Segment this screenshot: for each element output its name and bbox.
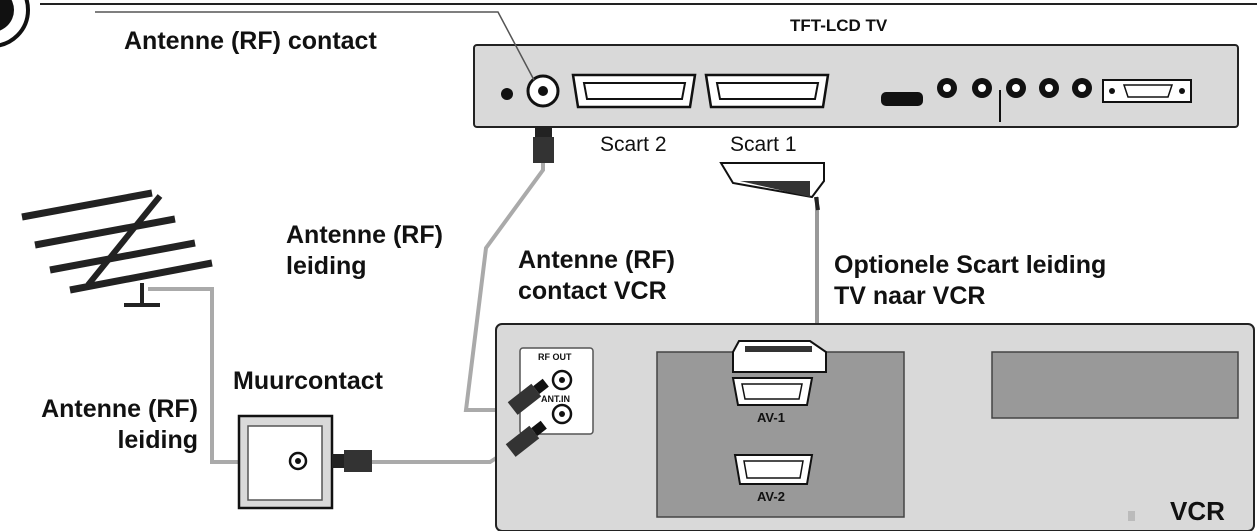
vcr-av1-port-icon — [731, 377, 814, 406]
headphone-jack-icon — [501, 88, 513, 100]
vcr-display-window — [991, 351, 1239, 419]
wall-to-vcr-cable — [372, 446, 514, 464]
label-scart-cable-line1: Optionele Scart leiding — [834, 251, 1107, 279]
label-wall-socket: Muurcontact — [233, 367, 383, 395]
vcr-title: VCR — [1170, 496, 1225, 526]
label-vcr-rf-contact: Antenne (RF) contact VCR — [518, 245, 675, 307]
antenna-cable — [148, 287, 240, 464]
label-antenna-cable-left-line1: Antenne (RF) — [41, 395, 198, 423]
vcr-indicator-icon — [1128, 511, 1135, 521]
label-av1: AV-1 — [757, 410, 785, 425]
vcr-scart-plug-icon — [732, 340, 827, 373]
tv-scart-plug-icon — [719, 162, 825, 199]
label-antenna-cable-top-line2: leiding — [286, 252, 367, 280]
tv-title: TFT-LCD TV — [790, 16, 888, 35]
label-vcr-rf-contact-line1: Antenne (RF) — [518, 246, 675, 274]
label-vcr-rf-contact-line2: contact VCR — [518, 277, 667, 305]
label-av2: AV-2 — [757, 489, 785, 504]
hdmi-port-icon — [881, 92, 923, 106]
rf-contact-leader-line — [95, 11, 535, 81]
rf-cable-tv-vcr — [463, 163, 545, 412]
label-scart1: Scart 1 — [730, 133, 797, 156]
tv-rf-plug-icon — [533, 127, 554, 163]
vcr-av2-port-icon — [733, 454, 814, 485]
label-antenna-cable-left-line2: leiding — [117, 426, 198, 454]
label-ant-in: ANT.IN — [541, 394, 570, 404]
label-scart-cable: Optionele Scart leiding TV naar VCR — [834, 250, 1106, 312]
wall-plug-icon — [332, 450, 372, 472]
vcr-rf-plug-1-icon — [507, 378, 549, 415]
label-antenna-cable-top-line1: Antenne (RF) — [286, 221, 443, 249]
rca-jacks-icon — [937, 78, 1092, 122]
label-scart-cable-line2: TV naar VCR — [834, 282, 986, 310]
vcr-rf-plug-2-icon — [505, 420, 547, 457]
vcr-panel — [495, 323, 1255, 531]
tv-scart1-port-icon — [704, 73, 830, 109]
tv-rf-connector-icon — [526, 74, 560, 108]
label-antenna-cable-top: Antenne (RF) leiding — [286, 220, 443, 282]
vga-port-icon — [1102, 79, 1192, 103]
label-scart2: Scart 2 — [600, 133, 667, 156]
label-rf-out: RF OUT — [538, 352, 572, 362]
antenna-icon — [21, 189, 213, 307]
label-antenna-cable-left: Antenne (RF) leiding — [12, 394, 198, 456]
tv-scart2-port-icon — [571, 73, 697, 109]
label-antenna-rf-contact: Antenne (RF) contact — [124, 27, 377, 55]
wall-socket-icon — [237, 414, 334, 510]
step-badge — [0, 0, 30, 48]
tv-panel — [473, 44, 1239, 128]
